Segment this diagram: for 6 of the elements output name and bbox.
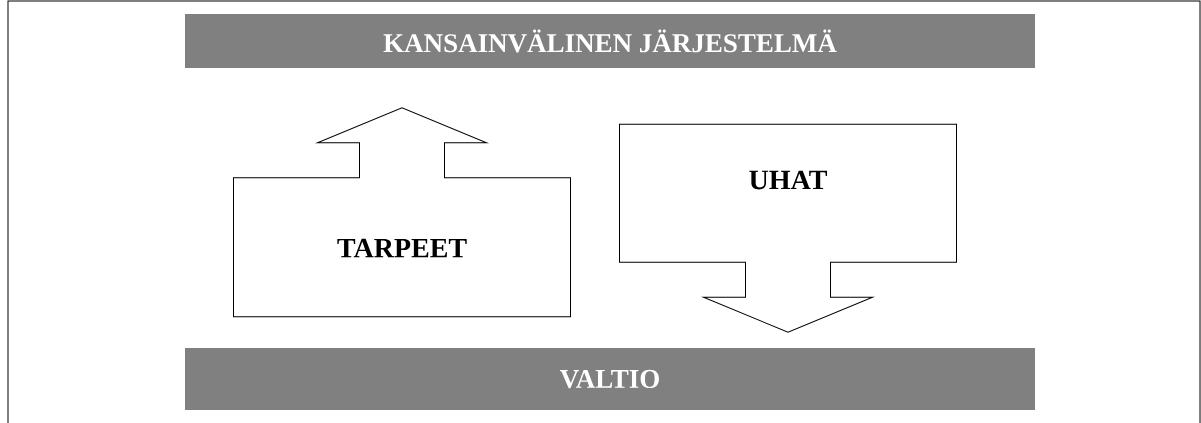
block-arrow xyxy=(619,123,957,333)
block-arrow xyxy=(233,107,571,318)
edge-label: TARPEET xyxy=(337,238,467,258)
edge-label: UHAT xyxy=(749,170,827,190)
title-band: KANSAINVÄLINEN JÄRJESTELMÄ xyxy=(185,14,1035,68)
title-band: VALTIO xyxy=(185,348,1035,410)
